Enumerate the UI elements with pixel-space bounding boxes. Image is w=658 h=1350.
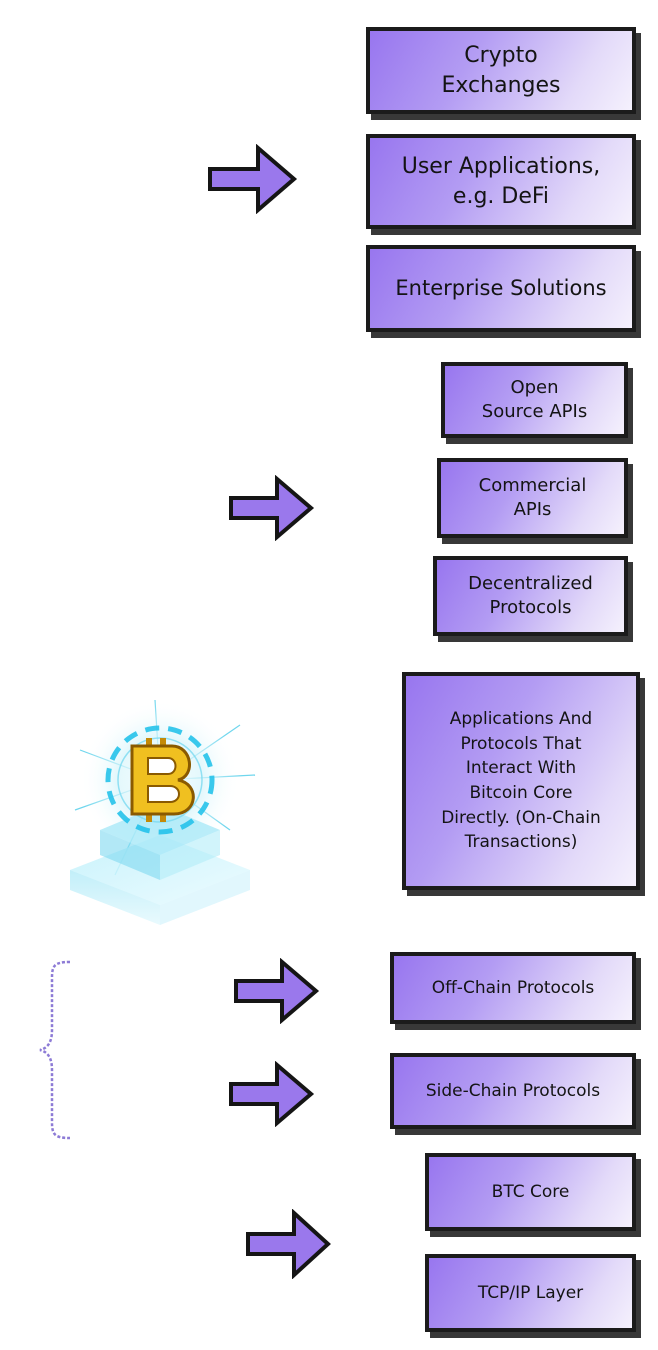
- user-applications-box: User Applications, e.g. DeFi: [366, 134, 636, 229]
- btc-core-label: BTC Core: [491, 1181, 570, 1202]
- crypto-exchanges-label: Crypto Exchanges: [441, 43, 561, 98]
- btc-core-box: BTC Core: [425, 1153, 636, 1231]
- tcp-ip-layer-label: TCP/IP Layer: [477, 1282, 584, 1303]
- right-arrow-icon: [246, 1209, 331, 1279]
- tcp-ip-layer-box: TCP/IP Layer: [425, 1254, 636, 1332]
- side-chain-protocols-box: Side-Chain Protocols: [390, 1053, 636, 1129]
- crypto-exchanges-box: Crypto Exchanges: [366, 27, 636, 114]
- commercial-apis-box: Commercial APIs: [437, 458, 628, 538]
- open-source-apis-box: Open Source APIs: [441, 362, 628, 438]
- core-interaction-label: Applications And Protocols That Interact…: [441, 709, 601, 853]
- enterprise-solutions-box: Enterprise Solutions: [366, 245, 636, 332]
- right-arrow-icon: [229, 1061, 315, 1127]
- off-chain-protocols-label: Off-Chain Protocols: [431, 977, 595, 998]
- bitcoin-icon: [70, 699, 256, 925]
- commercial-apis-label: Commercial APIs: [478, 475, 587, 520]
- curly-brace-icon: [39, 960, 71, 1140]
- decentralized-protocols-box: Decentralized Protocols: [433, 556, 628, 636]
- side-chain-protocols-label: Side-Chain Protocols: [425, 1080, 601, 1101]
- off-chain-protocols-box: Off-Chain Protocols: [390, 952, 636, 1024]
- right-arrow-icon: [234, 958, 320, 1024]
- core-interaction-box: Applications And Protocols That Interact…: [402, 672, 640, 890]
- user-applications-label: User Applications, e.g. DeFi: [401, 154, 601, 209]
- enterprise-solutions-label: Enterprise Solutions: [395, 275, 607, 300]
- open-source-apis-label: Open Source APIs: [481, 377, 588, 422]
- right-arrow-icon: [208, 144, 298, 214]
- decentralized-protocols-label: Decentralized Protocols: [468, 573, 593, 618]
- right-arrow-icon: [229, 475, 315, 541]
